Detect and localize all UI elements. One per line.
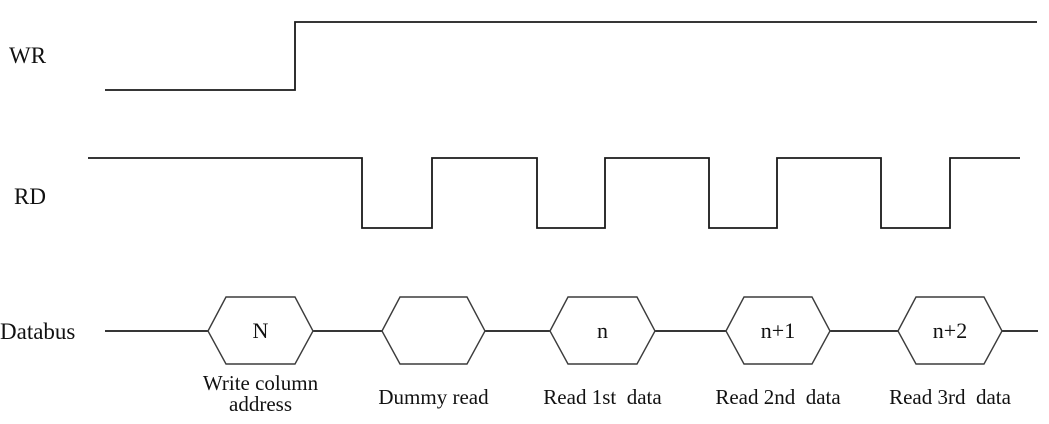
bus-hexagon [897,296,1003,365]
bus-hexagon [207,296,314,365]
wr-waveform [105,21,1037,91]
rd-signal-label: RD [14,184,46,209]
bus-hexagon [549,296,656,365]
bus-annotation-line: Read 3rd data [889,385,1011,409]
bus-annotation: Read 1st data [543,387,661,408]
bus-annotation: Read 3rd data [889,387,1011,408]
bus-annotation-line: Read 2nd data [715,385,841,409]
databus-signal-label: Databus [0,319,76,344]
bus-value: n+2 [932,318,968,343]
bus-annotation-line: Write column [202,371,319,395]
bus-hexagon [381,296,486,365]
bus-annotation: Dummy read [378,387,488,408]
wr-signal-label: WR [9,43,47,68]
bus-value: N [252,318,269,343]
bus-value: n+1 [760,318,796,343]
bus-hexagon [725,296,831,365]
bus-annotation-line: Dummy read [378,385,489,409]
bus-annotation-line: address [229,392,292,416]
bus-annotation: Read 2nd data [715,387,840,408]
rd-waveform [88,157,1020,229]
bus-annotation-line: Read 1st data [543,385,662,409]
bus-value: n [597,318,608,343]
